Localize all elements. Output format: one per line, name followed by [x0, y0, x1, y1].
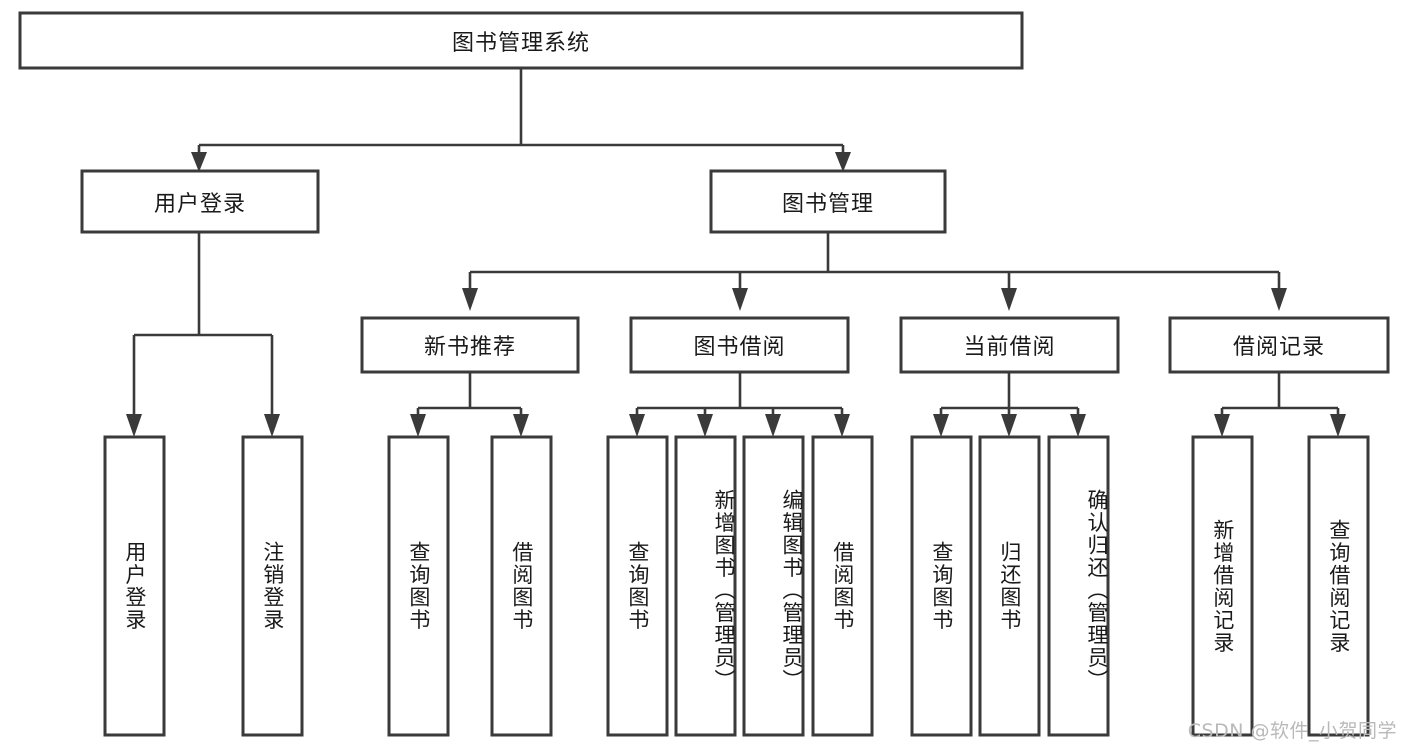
connector-root-to-level1 — [191, 68, 851, 172]
node-box-root[interactable] — [18, 11, 1024, 70]
node-box-borrow-record[interactable] — [1168, 316, 1390, 374]
watermark-text: CSDN @软件_小贺同学 — [1187, 720, 1397, 742]
connector-bookmgmt-to-level2 — [462, 232, 1287, 311]
leaf-box-current-borrow-0[interactable] — [910, 435, 973, 737]
connector-userlogin-to-leaves — [126, 232, 280, 437]
leaf-box-book-borrow-2[interactable] — [742, 435, 805, 737]
connector-newbook-to-leaves — [410, 372, 529, 437]
node-box-book-management[interactable] — [709, 169, 947, 234]
node-box-user-login[interactable] — [80, 169, 320, 234]
leaf-box-new-book-0[interactable] — [387, 435, 450, 737]
leaf-box-current-borrow-2[interactable] — [1047, 435, 1110, 737]
leaf-box-book-borrow-0[interactable] — [606, 435, 669, 737]
leaf-box-new-book-1[interactable] — [490, 435, 553, 737]
leaf-box-book-borrow-3[interactable] — [811, 435, 874, 737]
leaf-box-borrow-record-1[interactable] — [1307, 435, 1370, 737]
leaf-box-user-login-1[interactable] — [241, 435, 304, 737]
node-box-current-borrow[interactable] — [899, 316, 1120, 374]
leaf-box-book-borrow-1[interactable] — [674, 435, 737, 737]
leaf-box-borrow-record-0[interactable] — [1191, 435, 1254, 737]
node-box-book-borrow[interactable] — [629, 316, 850, 374]
node-box-new-book-recommend[interactable] — [360, 316, 580, 374]
connector-currentborrow-to-leaves — [933, 372, 1086, 437]
connector-bookborrow-to-leaves — [629, 372, 850, 437]
leaf-box-user-login-0[interactable] — [103, 435, 166, 737]
connector-borrowrecord-to-leaves — [1214, 372, 1346, 437]
leaf-box-current-borrow-1[interactable] — [978, 435, 1041, 737]
